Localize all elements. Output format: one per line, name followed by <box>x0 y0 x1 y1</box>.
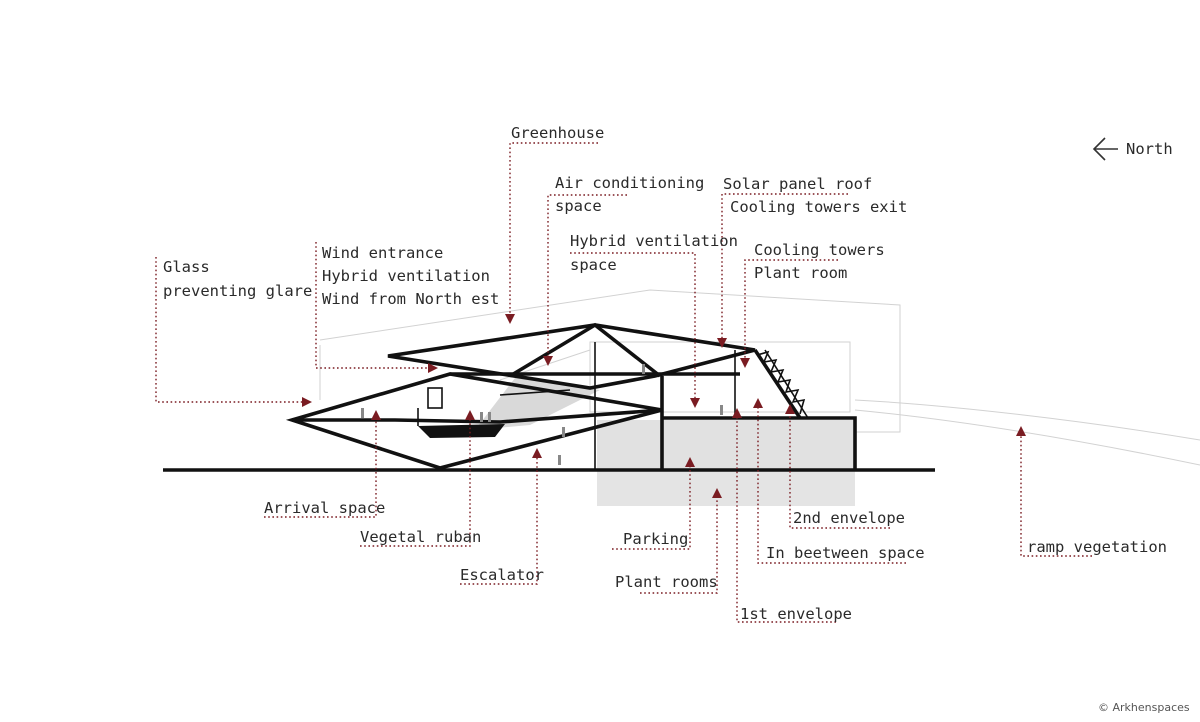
people-figures <box>361 364 723 465</box>
label-second-envelope: 2nd envelope <box>793 509 905 527</box>
label-air-conditioning-1: Air conditioning <box>555 174 704 192</box>
north-indicator: North <box>1092 137 1173 161</box>
upper-roof <box>387 323 756 390</box>
label-vegetal-ruban: Vegetal ruban <box>360 528 481 546</box>
first-envelope-fill <box>597 420 855 470</box>
label-greenhouse: Greenhouse <box>511 124 604 142</box>
label-arrival-space: Arrival space <box>264 499 385 517</box>
building-section <box>163 322 935 472</box>
arrow-left-icon <box>1092 137 1118 161</box>
escalator-base <box>418 424 505 438</box>
label-air-conditioning-2: space <box>555 197 602 215</box>
copyright-text: © Arkhenspaces <box>1098 701 1190 714</box>
label-hybrid-ventilation-1: Hybrid ventilation <box>570 232 738 250</box>
label-first-envelope: 1st envelope <box>740 605 852 623</box>
label-glass-1: Glass <box>163 258 210 276</box>
label-escalator: Escalator <box>460 566 544 584</box>
label-cooling-towers-1: Cooling towers <box>754 241 885 259</box>
underground-fill <box>597 470 855 506</box>
labels: Greenhouse Air conditioning space Solar … <box>163 124 1167 623</box>
label-hybrid-ventilation-2: space <box>570 256 617 274</box>
label-plant-rooms: Plant rooms <box>615 573 718 591</box>
label-wind-entrance-3: Wind from North est <box>322 290 499 308</box>
escalator-ramp-fill <box>475 378 600 430</box>
cooling-tower-truss <box>756 349 809 419</box>
label-in-between-space: In beetween space <box>766 544 925 562</box>
label-solar-panel-2: Cooling towers exit <box>730 198 907 216</box>
label-parking: Parking <box>623 530 688 548</box>
label-wind-entrance-2: Hybrid ventilation <box>322 267 490 285</box>
label-glass-2: preventing glare <box>163 282 312 300</box>
leader-lines <box>155 142 1092 623</box>
envelope-fills <box>475 378 855 506</box>
north-label: North <box>1126 140 1173 158</box>
label-solar-panel-1: Solar panel roof <box>723 175 872 193</box>
label-cooling-towers-2: Plant room <box>754 264 847 282</box>
label-wind-entrance-1: Wind entrance <box>322 244 443 262</box>
label-ramp-vegetation: ramp vegetation <box>1027 538 1167 556</box>
